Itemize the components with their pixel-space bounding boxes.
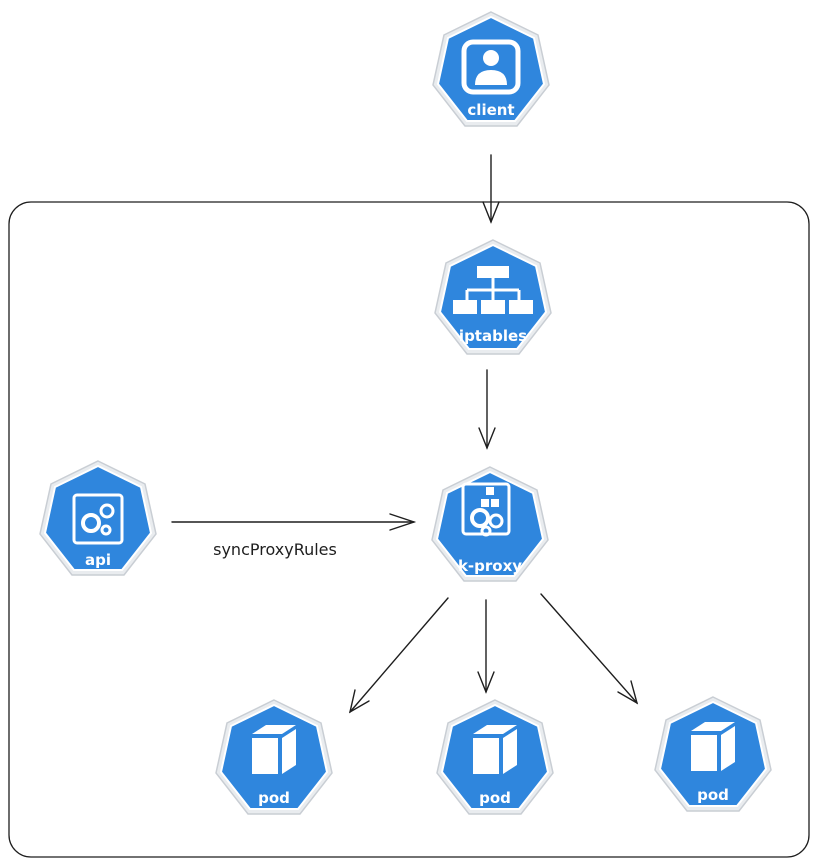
api-label: api	[85, 551, 111, 569]
iptables-label: iptables	[459, 327, 527, 345]
kproxy-node[interactable]: k-proxy	[431, 466, 549, 582]
pod-node-left[interactable]: pod	[215, 699, 333, 815]
kproxy-label: k-proxy	[458, 557, 522, 575]
cubes-gears-icon	[461, 482, 511, 537]
edge-kproxy-to-pod-center	[477, 599, 495, 694]
cube-icon	[691, 722, 735, 771]
network-tree-icon	[453, 266, 533, 314]
api-node[interactable]: api	[39, 460, 157, 576]
edge-kproxy-to-pod-left	[348, 597, 449, 714]
pod-label: pod	[697, 786, 729, 804]
client-node[interactable]: client	[432, 11, 550, 127]
pod-label: pod	[479, 789, 511, 807]
edge-iptables-to-kproxy	[478, 369, 496, 450]
pod-label: pod	[258, 789, 290, 807]
client-label: client	[467, 101, 514, 119]
iptables-node[interactable]: iptables	[434, 239, 552, 355]
edge-client-to-iptables	[482, 154, 500, 224]
sync-proxy-rules-label: syncProxyRules	[213, 540, 337, 559]
edge-kproxy-to-pod-right	[540, 593, 639, 705]
edge-api-to-kproxy	[171, 513, 417, 531]
cluster-boundary	[8, 201, 810, 858]
pod-node-center[interactable]: pod	[436, 699, 554, 815]
cube-icon	[473, 725, 517, 774]
pod-node-right[interactable]: pod	[654, 696, 772, 812]
gears-icon	[72, 493, 124, 545]
cube-icon	[252, 725, 296, 774]
user-icon	[461, 39, 521, 95]
